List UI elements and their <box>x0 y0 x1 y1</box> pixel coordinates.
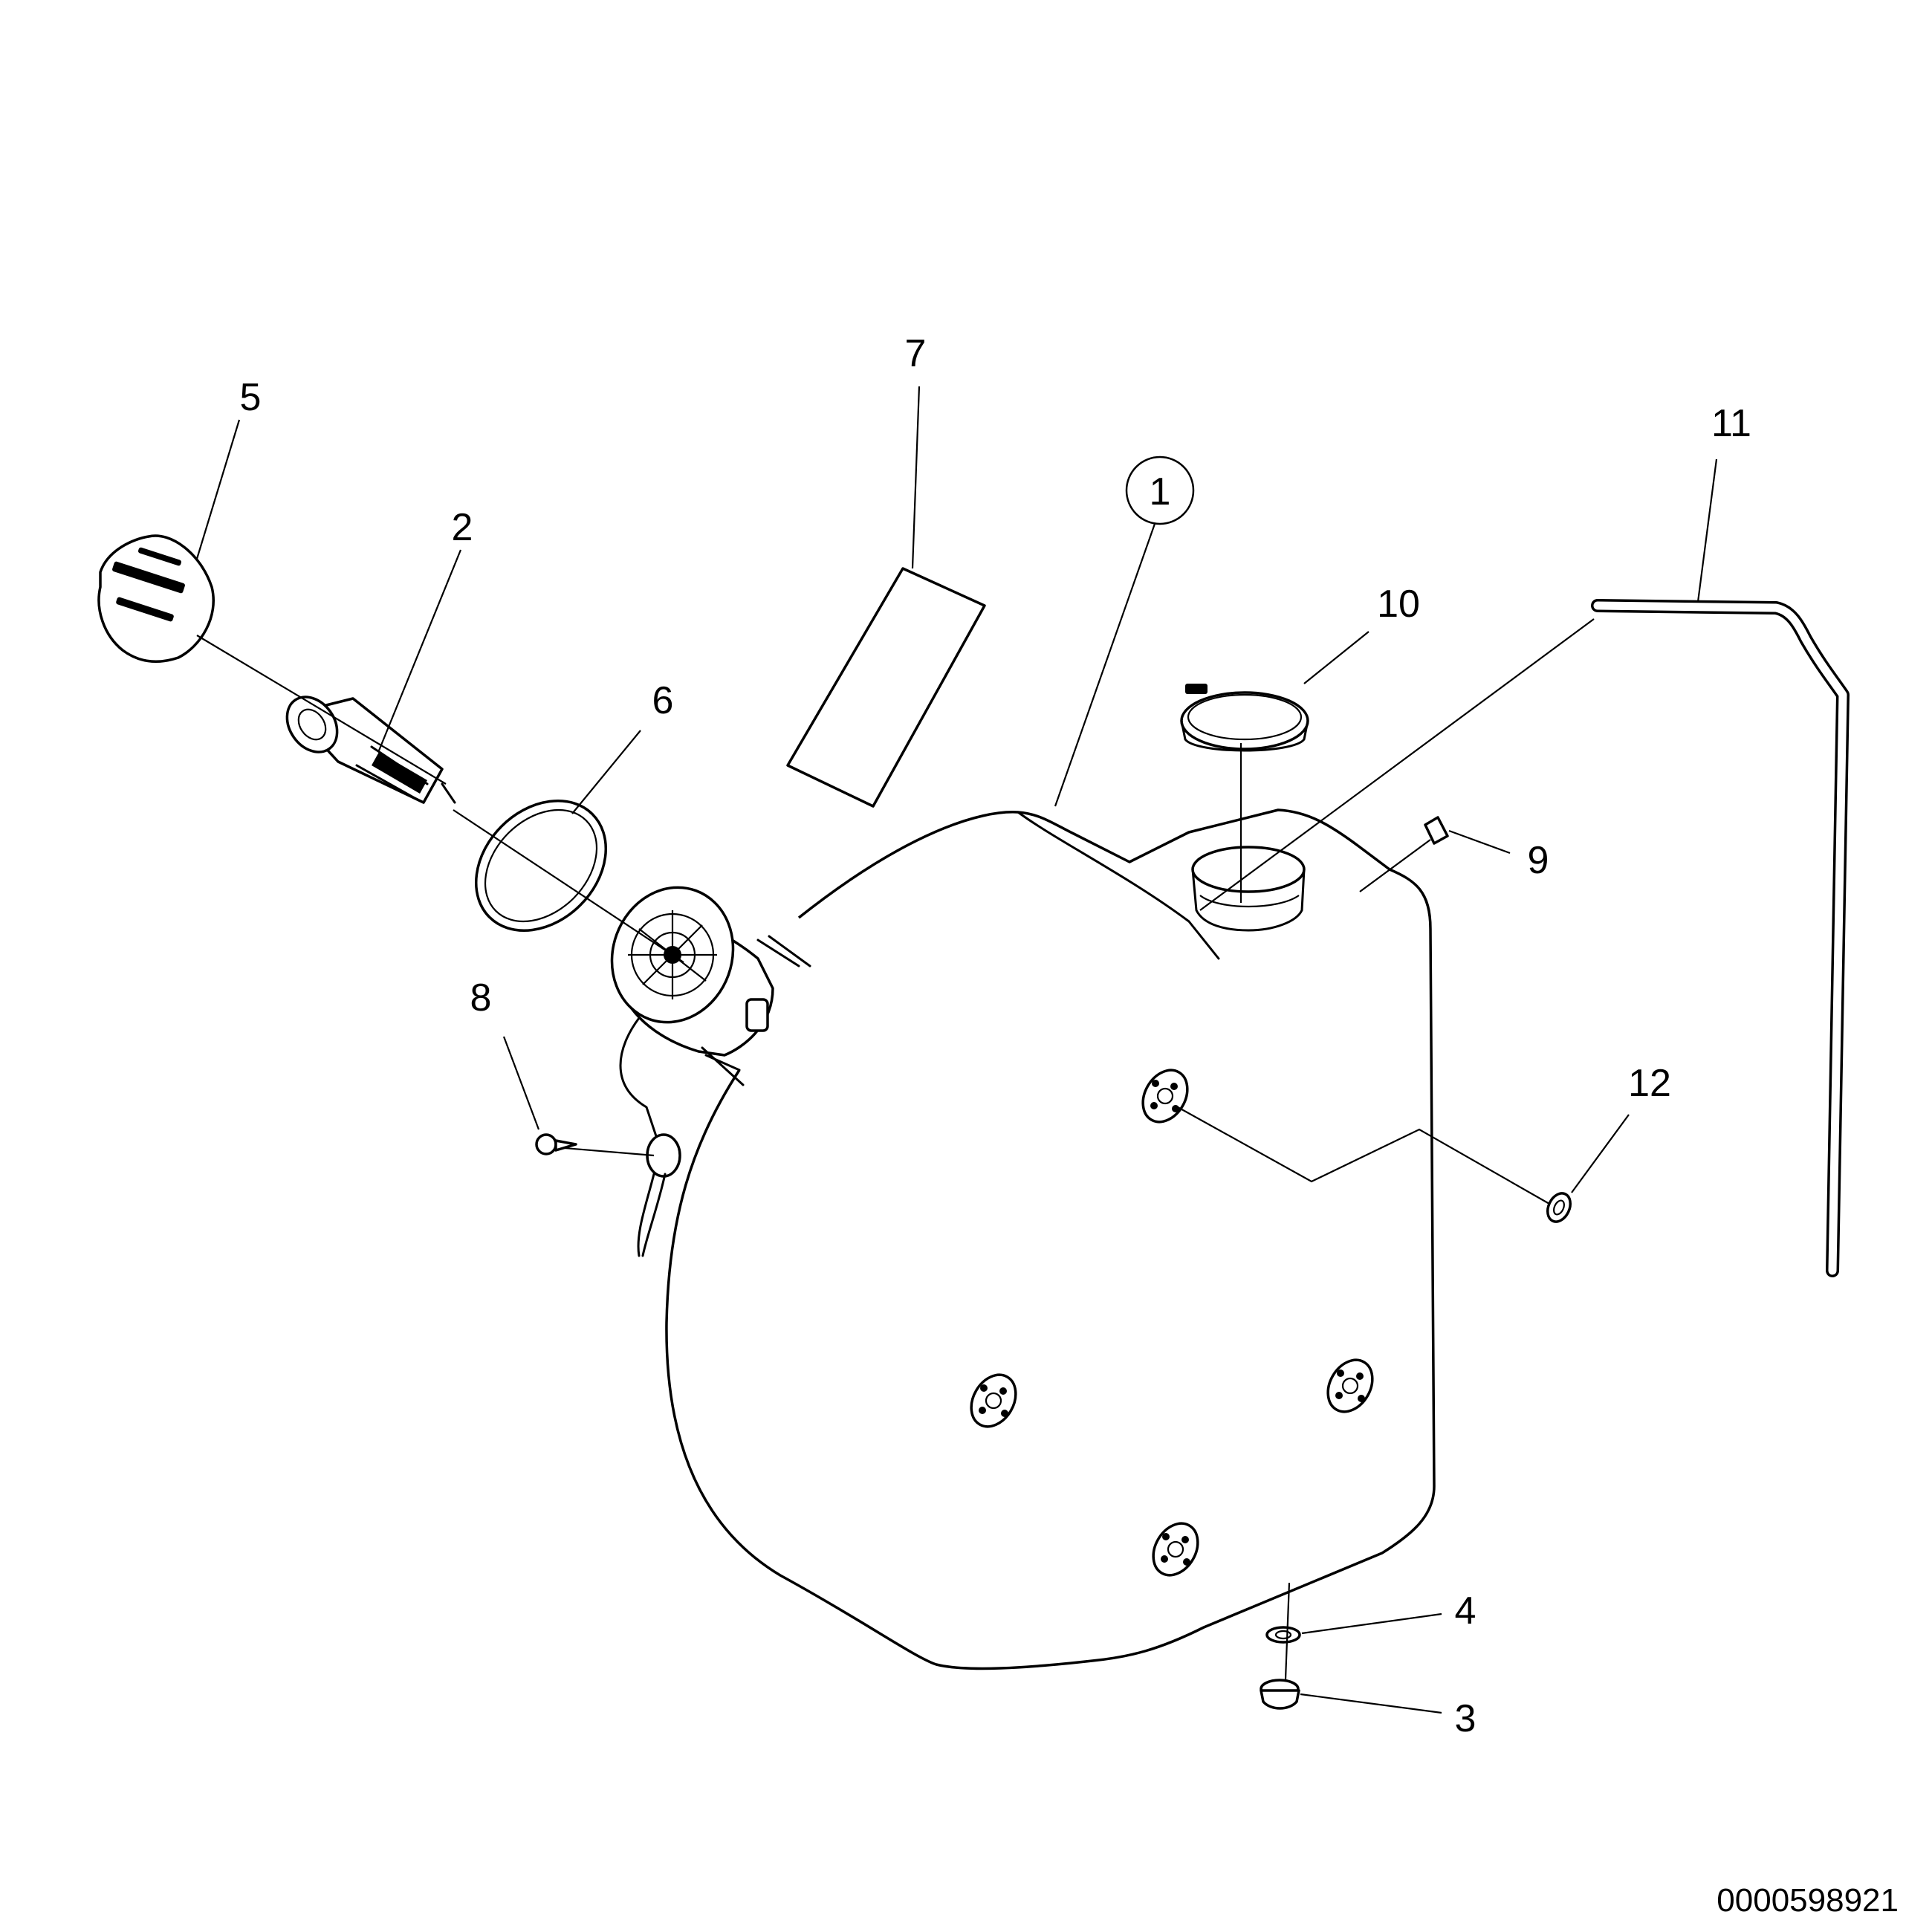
vent-fitting <box>1424 816 1449 845</box>
filler-cap <box>97 534 215 663</box>
document-id: 0000598921 <box>1717 1882 1899 1919</box>
drain-plug <box>1260 1679 1300 1710</box>
leader-lines <box>195 386 1718 1714</box>
vent-hose <box>1591 599 1850 1277</box>
callout-8: 8 <box>470 976 492 1020</box>
callout-1: 1 <box>1125 456 1195 525</box>
svg-text:1: 1 <box>1150 470 1171 513</box>
callout-9: 9 <box>1528 839 1549 882</box>
assembly-lines <box>196 618 1595 1680</box>
hose-clamp <box>1180 684 1309 752</box>
screw <box>535 1133 577 1155</box>
grommet <box>1546 1192 1572 1223</box>
callout-2: 2 <box>452 506 473 549</box>
o-ring <box>474 799 608 933</box>
tank-grommet-upper <box>1141 1069 1189 1124</box>
callout-11: 11 <box>1711 402 1751 445</box>
callout-12: 12 <box>1628 1062 1671 1105</box>
callout-10: 10 <box>1377 583 1420 626</box>
tank-grommet-left <box>970 1373 1017 1428</box>
filler-strainer <box>285 696 456 804</box>
callout-4: 4 <box>1455 1589 1476 1633</box>
callout-7: 7 <box>905 332 927 375</box>
tank-body <box>665 808 1436 1670</box>
tank-grommet-right <box>1326 1358 1374 1413</box>
callout-5: 5 <box>240 376 262 419</box>
callout-3: 3 <box>1455 1697 1476 1740</box>
washer <box>1265 1626 1301 1644</box>
tank-grommet-bottom <box>1152 1522 1199 1577</box>
decal <box>786 567 986 808</box>
callout-6: 6 <box>652 679 674 722</box>
